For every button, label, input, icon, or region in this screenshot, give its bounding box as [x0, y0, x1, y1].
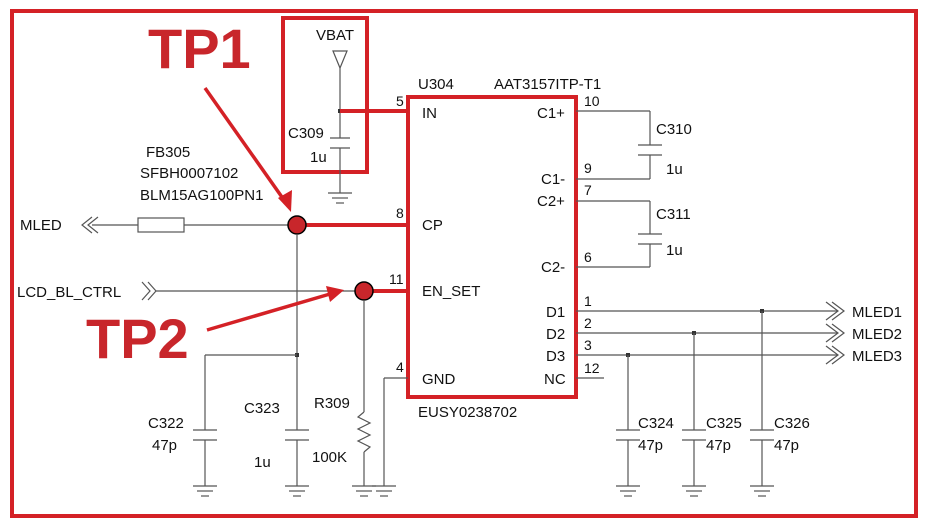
pin-c1m-name: C1-	[541, 171, 565, 188]
net-lcd-bl-ctrl: LCD_BL_CTRL	[17, 284, 121, 301]
c310-network	[576, 110, 662, 180]
pin-c1p-num: 10	[584, 93, 600, 109]
c325-value: 47p	[706, 437, 731, 454]
c324-value: 47p	[638, 437, 663, 454]
r309-ref: R309	[314, 395, 350, 412]
pin-in-name: IN	[422, 105, 437, 122]
pin-c1m-num: 9	[584, 160, 592, 176]
pin-c2p-num: 7	[584, 182, 592, 198]
pin-d1-num: 1	[584, 293, 592, 309]
c309-ref: C309	[288, 125, 324, 142]
pin-nc-num: 12	[584, 360, 600, 376]
c311-ref: C311	[656, 206, 691, 223]
pin-cp-name: CP	[422, 217, 443, 234]
pin-c2m-num: 6	[584, 249, 592, 265]
c325-ref: C325	[706, 415, 742, 432]
tp2-node	[354, 281, 374, 301]
c309-value: 1u	[310, 149, 327, 166]
c310-value: 1u	[666, 161, 683, 178]
pin-d2-name: D2	[546, 326, 565, 343]
net-mled3: MLED3	[852, 348, 902, 365]
pin-nc-name: NC	[544, 371, 566, 388]
led-drive-lines	[576, 301, 845, 497]
pin-in-num: 5	[396, 93, 404, 109]
vbat-label: VBAT	[316, 27, 354, 44]
c326-ref: C326	[774, 415, 810, 432]
tp1-label: TP1	[148, 17, 251, 80]
chip-ref: U304	[418, 76, 454, 93]
pin-d2-num: 2	[584, 315, 592, 331]
pin-c2m-name: C2-	[541, 259, 565, 276]
r309-resistor	[352, 300, 376, 497]
pin-c1p-name: C1+	[537, 105, 565, 122]
c322-value: 47p	[152, 437, 177, 454]
c323-value: 1u	[254, 454, 271, 471]
fb305-model: BLM15AG100PN1	[140, 187, 263, 204]
c322-ref: C322	[148, 415, 184, 432]
pin-c2p-name: C2+	[537, 193, 565, 210]
tp1-node	[287, 215, 307, 235]
pin-gnd-name: GND	[422, 371, 456, 388]
pin-en-set-name: EN_SET	[422, 283, 480, 300]
lcd-bl-ctrl-line	[141, 281, 356, 301]
pin-en-set-num: 11	[389, 271, 404, 287]
c326-value: 47p	[774, 437, 799, 454]
tp1-arrow	[203, 86, 292, 212]
fb305-ref: FB305	[146, 144, 190, 161]
c311-network	[576, 200, 662, 268]
cp-decoupling	[193, 234, 309, 497]
net-mled2: MLED2	[852, 326, 902, 343]
pin-cp-num: 8	[396, 205, 404, 221]
chip-outline	[406, 95, 578, 399]
fb305-part: SFBH0007102	[140, 165, 238, 182]
pin-d3-name: D3	[546, 348, 565, 365]
tp2-label: TP2	[86, 307, 189, 370]
fb305-bead	[137, 217, 185, 233]
tp2-arrow	[206, 286, 344, 332]
net-mled: MLED	[20, 217, 62, 234]
pin-d1-name: D1	[546, 304, 565, 321]
mled-line	[81, 216, 297, 234]
pin-gnd-num: 4	[396, 359, 404, 375]
chip-part: AAT3157ITP-T1	[494, 76, 601, 93]
gnd-pin-wire	[372, 377, 408, 497]
chip-bottom-label: EUSY0238702	[418, 404, 517, 421]
r309-value: 100K	[312, 449, 347, 466]
c324-ref: C324	[638, 415, 674, 432]
c323-ref: C323	[244, 400, 280, 417]
vbat-highlight-box	[281, 16, 369, 174]
outer-frame	[10, 9, 918, 518]
pin-d3-num: 3	[584, 337, 592, 353]
c311-value: 1u	[666, 242, 683, 259]
net-mled1: MLED1	[852, 304, 902, 321]
c310-ref: C310	[656, 121, 692, 138]
vbat-supply	[328, 50, 352, 204]
